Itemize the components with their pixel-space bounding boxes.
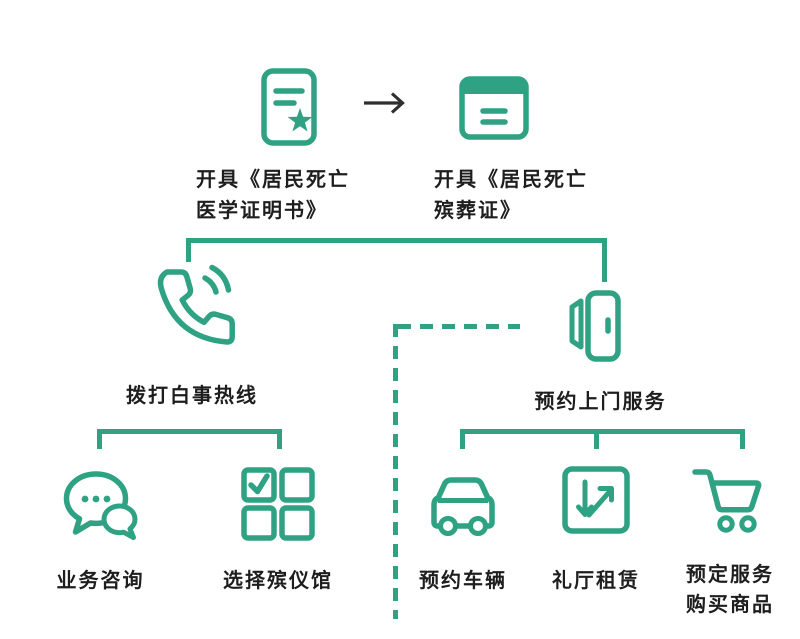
phone-handset-icon: [148, 262, 238, 357]
consult-label: 业务咨询: [56, 570, 145, 592]
box-arrows-icon: [556, 460, 636, 540]
open-door-icon: [558, 284, 630, 370]
death-certificate-label-line2: 医学证明书》: [196, 200, 328, 222]
connector-hotline-horizontal: [97, 429, 282, 434]
shopping-label-line1: 预定服务: [686, 564, 774, 586]
connector-top-horizontal: [186, 238, 607, 243]
certificate-card-icon: [452, 66, 536, 150]
connector-dashed-vertical: [393, 324, 398, 619]
connector-service-left-stub: [460, 429, 465, 449]
connector-service-right-stub: [740, 429, 745, 449]
connector-dashed-horizontal: [398, 324, 520, 329]
shopping-label: 预定服务 购买商品: [676, 560, 784, 620]
grid-check-icon: [236, 462, 320, 546]
shopping-cart-icon: [688, 460, 772, 550]
door-service-label: 预约上门服务: [534, 391, 667, 413]
death-certificate-label-line1: 开具《居民死亡: [196, 169, 350, 191]
select-funeral-home-label: 选择殡仪馆: [223, 570, 333, 592]
document-star-icon: [247, 66, 331, 150]
connector-hotline-left-stub: [97, 429, 102, 449]
funeral-certificate-label: 开具《居民死亡 殡葬证》: [434, 165, 654, 227]
connector-service-horizontal: [460, 429, 745, 434]
death-certificate-label: 开具《居民死亡 医学证明书》: [196, 165, 396, 227]
hall-rental-label: 礼厅租赁: [552, 570, 640, 592]
car-icon: [420, 462, 506, 548]
right-arrow-icon: [358, 85, 414, 121]
connector-top-left-stub: [186, 238, 191, 262]
funeral-certificate-label-line2: 殡葬证》: [434, 200, 522, 222]
connector-top-right-stub: [602, 238, 607, 282]
funeral-certificate-label-line1: 开具《居民死亡: [434, 169, 588, 191]
hotline-label: 拨打白事热线: [126, 385, 258, 407]
chat-bubbles-icon: [58, 464, 146, 552]
vehicle-label: 预约车辆: [419, 570, 507, 592]
shopping-label-line2: 购买商品: [686, 594, 774, 616]
connector-hotline-right-stub: [277, 429, 282, 449]
connector-service-middle-stub: [594, 429, 599, 449]
